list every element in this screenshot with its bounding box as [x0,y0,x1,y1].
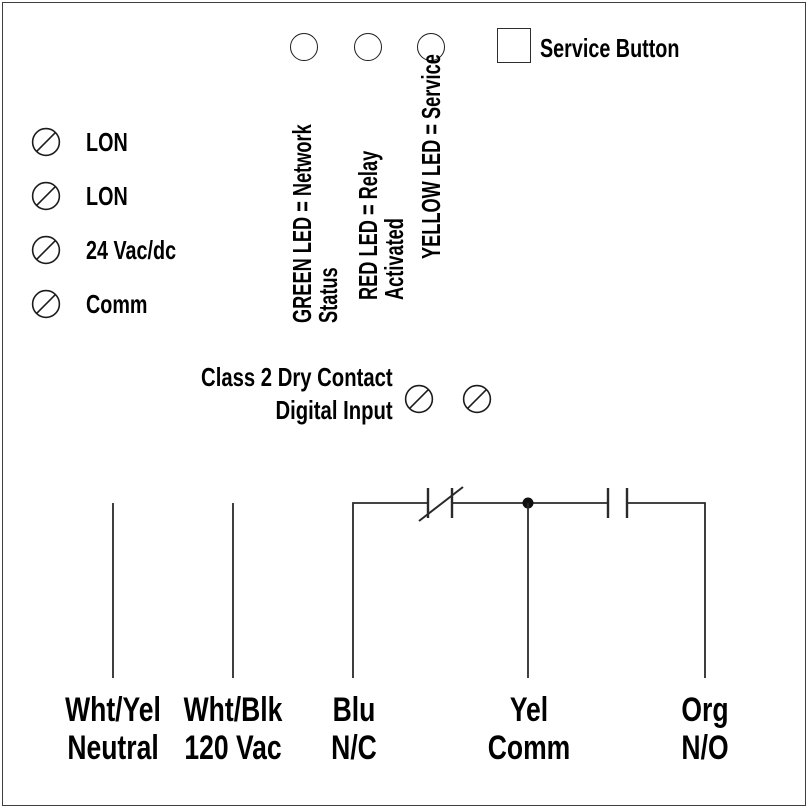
wire-color: Wht/Blk [183,691,283,729]
terminal-label-lon-1: LON [86,127,128,157]
terminal-label-comm: Comm [86,289,148,319]
screw-terminal-digital-input-2-icon [462,384,492,414]
wire-label-no: Org N/O [681,691,728,767]
terminal-label-lon-2: LON [86,181,128,211]
screw-terminal-lon-1-icon [31,127,61,157]
screw-terminal-lon-2-icon [31,181,61,211]
service-button-label: Service Button [540,33,680,63]
wire-no [627,502,706,678]
red-led-icon [354,33,382,61]
wire-color: Wht/Yel [65,691,161,729]
wire-function: Neutral [67,729,159,767]
wire-color: Blu [332,691,376,729]
wire-function: Comm [487,729,571,767]
service-button[interactable] [497,28,531,63]
screw-terminal-comm-icon [31,289,61,319]
screw-terminal-digital-input-1-icon [404,384,434,414]
yellow-led-icon [417,33,445,61]
wire-nc [352,502,428,678]
digital-input-label-line1: Class 2 Dry Contact [201,362,393,392]
wire-label-120vac: Wht/Blk 120 Vac [184,691,283,767]
green-led-icon [290,33,318,61]
wire-function: N/O [681,729,729,767]
screw-terminal-24vac-icon [31,235,61,265]
wire-label-comm: Yel Comm [488,691,571,767]
wire-color: Org [681,691,729,729]
nc-contact-slash [418,486,464,522]
terminal-label-24vac: 24 Vac/dc [86,235,177,265]
digital-input-label: Class 2 Dry Contact Digital Input [201,361,393,427]
wire-function: N/C [331,729,377,767]
wire-label-neutral: Wht/Yel Neutral [65,691,161,767]
wire-color: Yel [509,691,549,729]
wire-label-nc: Blu N/C [331,691,377,767]
wire-function: 120 Vac [184,729,282,767]
digital-input-label-line2: Digital Input [275,395,393,425]
